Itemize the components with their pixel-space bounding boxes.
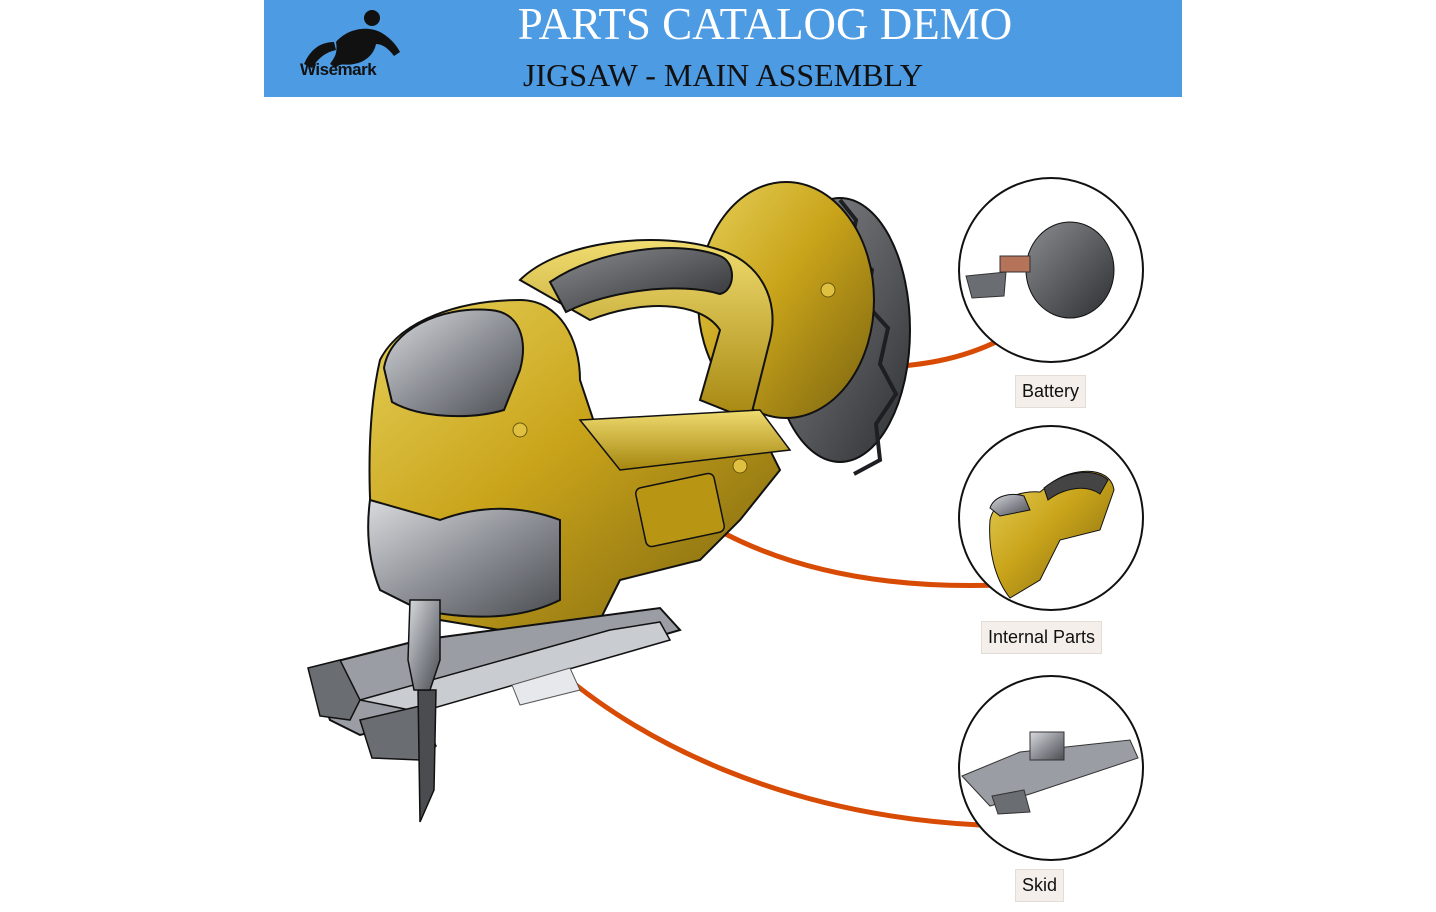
page-subtitle: JIGSAW - MAIN ASSEMBLY <box>523 57 923 93</box>
skid-thumbnail[interactable] <box>958 675 1144 861</box>
saw-blade <box>417 689 437 823</box>
callout-label-skid[interactable]: Skid <box>1015 869 1065 902</box>
page-title: PARTS CATALOG DEMO <box>517 0 1013 49</box>
top-cap <box>382 308 524 418</box>
plunger <box>407 599 441 691</box>
wisemark-logo <box>304 10 400 68</box>
callout-label-internal-parts[interactable]: Internal Parts <box>981 621 1103 654</box>
handle[interactable] <box>518 239 774 422</box>
callout-label-battery[interactable]: Battery <box>1015 375 1087 408</box>
gear-housing <box>367 498 561 618</box>
battery-thumbnail[interactable] <box>958 177 1144 363</box>
logo-text: Wisemark <box>300 60 377 79</box>
header-banner: Wisemark PARTS CATALOG DEMO JIGSAW - MAI… <box>264 0 1182 97</box>
skid-plate[interactable] <box>307 606 682 761</box>
internal-parts-thumbnail[interactable] <box>958 425 1144 611</box>
leader-line-skid <box>558 670 981 828</box>
